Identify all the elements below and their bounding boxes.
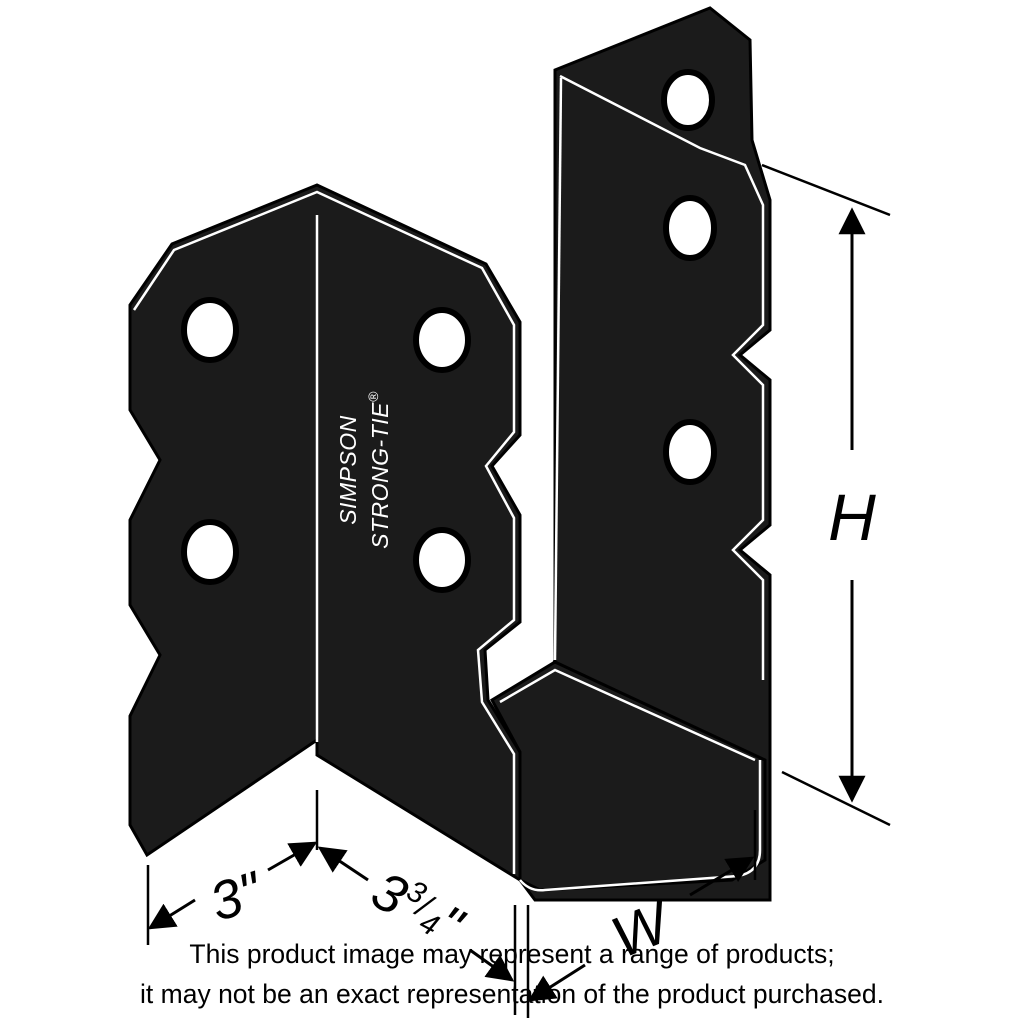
disclaimer-line-2: it may not be an exact representation of… — [140, 979, 884, 1009]
registered-mark: ® — [365, 391, 381, 402]
brand-line-1: SIMPSON — [335, 415, 361, 525]
brand-line-2: STRONG-TIE® — [365, 391, 393, 549]
disclaimer-line-1: This product image may represent a range… — [189, 939, 835, 969]
height-label: H — [828, 480, 876, 554]
nail-hole — [663, 195, 717, 261]
height-dimension: H — [761, 163, 891, 827]
nail-hole — [663, 419, 717, 485]
disclaimer: This product image may represent a range… — [0, 934, 1024, 1014]
nail-holes — [181, 69, 717, 593]
flange-label: 3" — [203, 860, 271, 933]
nail-hole — [413, 307, 471, 373]
brand-stamp: SIMPSON STRONG-TIE® — [335, 391, 393, 549]
nail-hole — [181, 519, 239, 585]
nail-hole — [661, 69, 715, 131]
nail-hole — [413, 527, 471, 593]
nail-hole — [181, 297, 239, 363]
